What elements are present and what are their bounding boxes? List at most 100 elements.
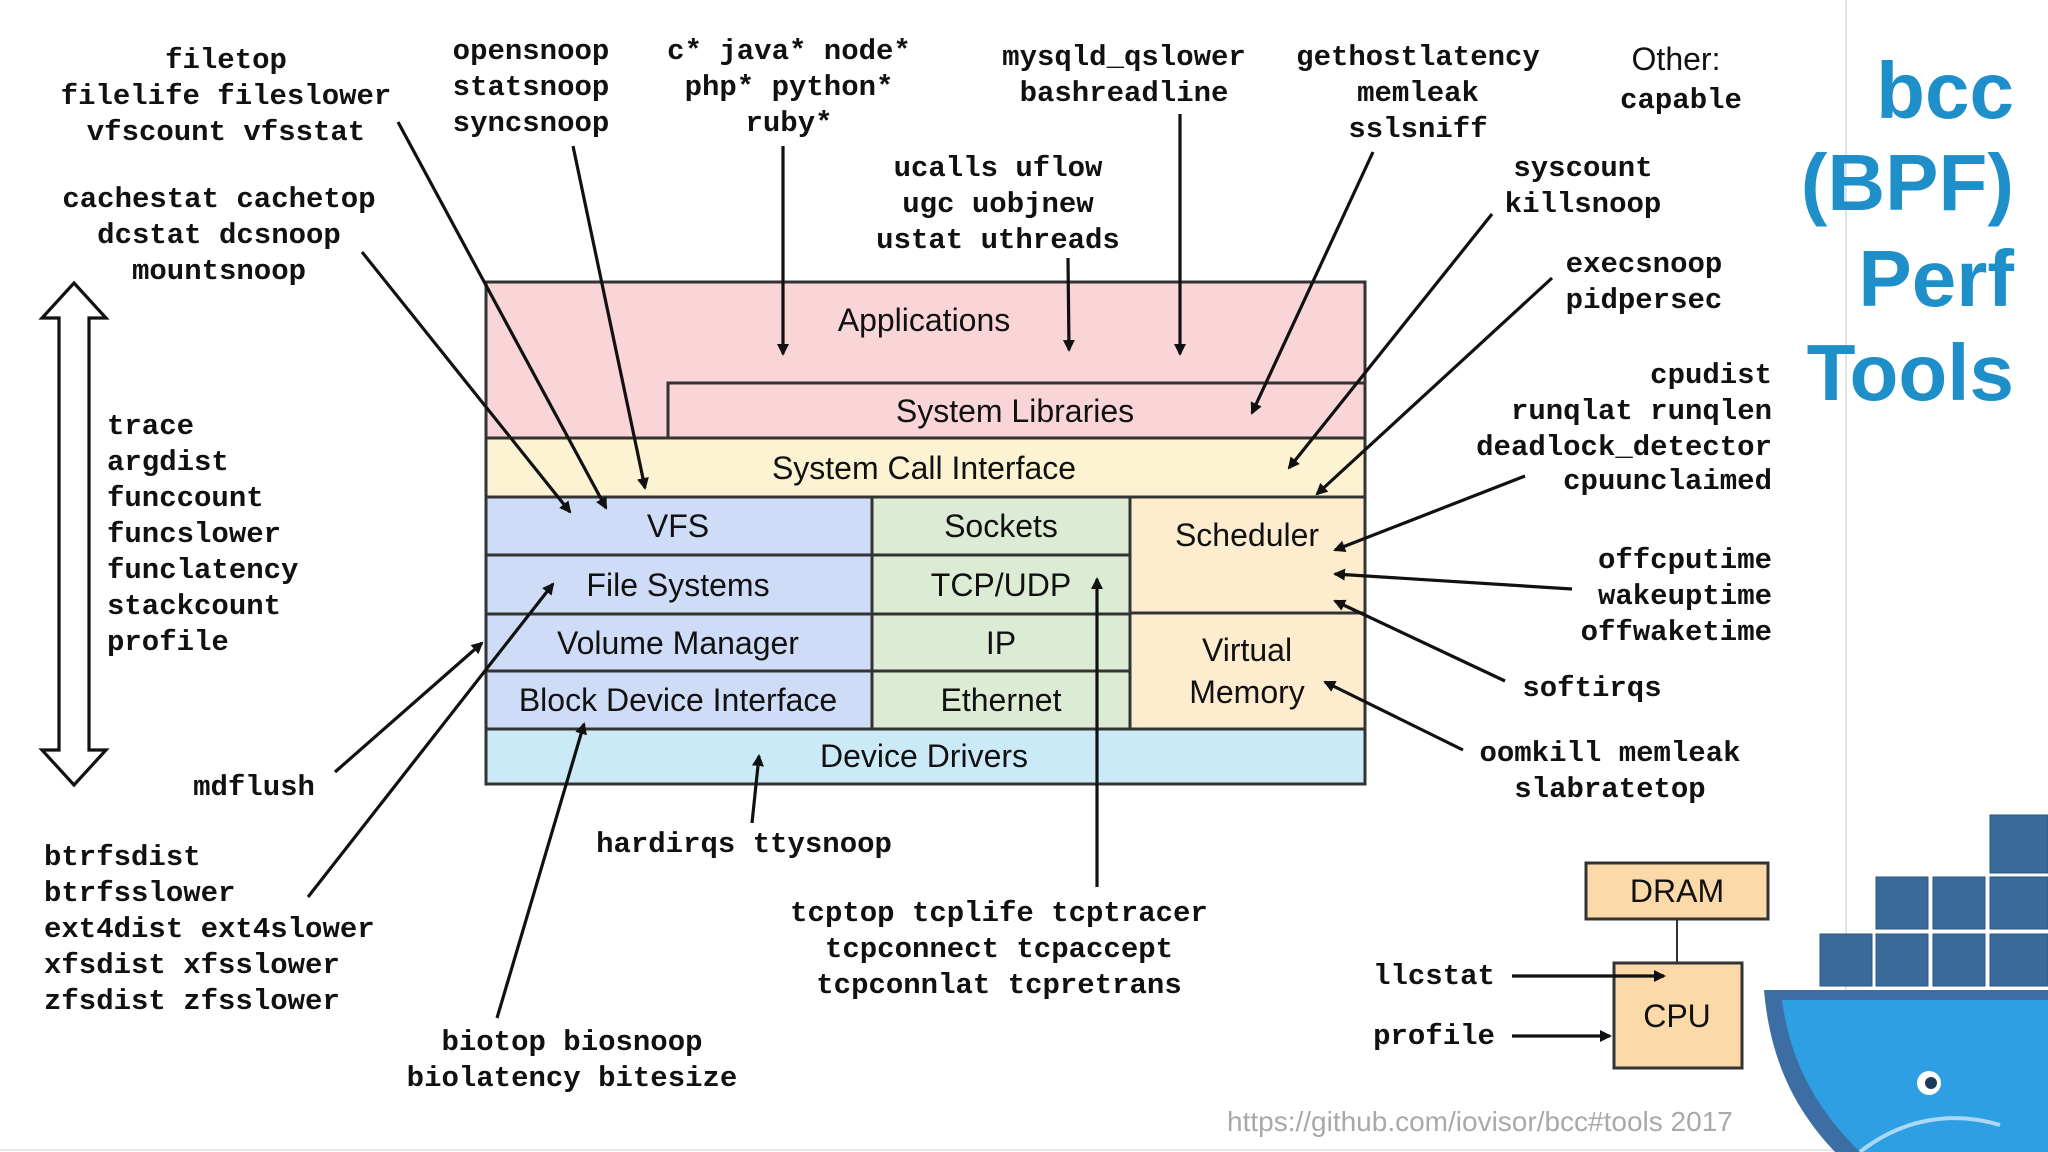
svg-text:cachestat cachetop: cachestat cachetop (62, 183, 375, 216)
svg-text:profile: profile (107, 626, 229, 659)
svg-text:execsnoop: execsnoop (1566, 248, 1723, 281)
svg-text:btrfsdist: btrfsdist (44, 841, 201, 874)
sockets-label: Sockets (944, 508, 1058, 544)
svg-text:mountsnoop: mountsnoop (132, 255, 306, 288)
ip-label: IP (986, 625, 1016, 661)
svg-text:cpudist: cpudist (1650, 359, 1772, 392)
svg-text:tcpconnlat tcpretrans: tcpconnlat tcpretrans (816, 969, 1181, 1002)
cpu-box (1612, 961, 1744, 1070)
tools-mysql: mysqld_qslower bashreadline (1002, 41, 1246, 110)
svg-text:ext4dist ext4slower: ext4dist ext4slower (44, 913, 375, 946)
svg-text:vfscount vfsstat: vfscount vfsstat (87, 116, 365, 149)
svg-text:offcputime: offcputime (1598, 544, 1772, 577)
svg-text:sslsniff: sslsniff (1348, 113, 1487, 146)
svg-text:ucalls uflow: ucalls uflow (894, 152, 1103, 185)
file-systems-label: File Systems (586, 567, 769, 603)
system-libraries-label: System Libraries (896, 393, 1134, 429)
svg-text:memleak: memleak (1357, 77, 1479, 110)
device-drivers-box (484, 727, 1367, 786)
tools-fsdist: btrfsdist btrfsslower ext4dist ext4slowe… (44, 841, 375, 1018)
svg-text:gethostlatency: gethostlatency (1296, 41, 1540, 74)
svg-text:ustat uthreads: ustat uthreads (876, 224, 1120, 257)
svg-text:syncsnoop: syncsnoop (453, 107, 610, 140)
svg-text:wakeuptime: wakeuptime (1598, 580, 1772, 613)
svg-text:filetop: filetop (165, 44, 287, 77)
svg-text:hardirqs ttysnoop: hardirqs ttysnoop (596, 828, 892, 861)
svg-text:profile: profile (1373, 1020, 1495, 1053)
svg-text:trace: trace (107, 410, 194, 443)
svg-text:softirqs: softirqs (1522, 672, 1661, 705)
system-libraries-box (666, 381, 1367, 440)
tools-languages: c* java* node* php* python* ruby* (667, 35, 911, 140)
title-line-tools: Tools (1807, 328, 2014, 417)
tools-file: filetop filelife fileslower vfscount vfs… (61, 44, 392, 149)
tools-cpu: cpudist runqlat runqlen deadlock_detecto… (1476, 359, 1772, 498)
svg-text:opensnoop: opensnoop (453, 35, 610, 68)
tcp-udp-label: TCP/UDP (931, 567, 1071, 603)
svg-text:ugc uobjnew: ugc uobjnew (902, 188, 1094, 221)
svg-text:pidpersec: pidpersec (1566, 284, 1723, 317)
svg-text:oomkill memleak: oomkill memleak (1479, 737, 1740, 770)
block-device-interface-label: Block Device Interface (519, 682, 837, 718)
applications-label: Applications (838, 302, 1011, 338)
svg-text:syscount: syscount (1513, 152, 1652, 185)
tools-oom: oomkill memleak slabratetop (1479, 737, 1740, 806)
svg-text:offwaketime: offwaketime (1581, 616, 1772, 649)
svg-text:zfsdist zfsslower: zfsdist zfsslower (44, 985, 340, 1018)
vfs-label: VFS (647, 508, 709, 544)
svg-text:biotop biosnoop: biotop biosnoop (441, 1026, 702, 1059)
tools-mdflush: mdflush (193, 771, 315, 804)
title-line-bpf: (BPF) (1801, 138, 2014, 227)
svg-text:mysqld_qslower: mysqld_qslower (1002, 41, 1246, 74)
dram-label: DRAM (1630, 873, 1724, 909)
tools-hardirqs: hardirqs ttysnoop (596, 828, 892, 861)
container-stack (1819, 814, 2048, 987)
tools-llcstat: llcstat (1373, 960, 1495, 993)
svg-text:runqlat runqlen: runqlat runqlen (1511, 395, 1772, 428)
title-line-bcc: bcc (1876, 46, 2014, 135)
virtual-memory-label-1: Virtual (1202, 632, 1292, 668)
svg-text:funcslower: funcslower (107, 518, 281, 551)
syscall-interface-box (484, 436, 1367, 499)
svg-text:xfsdist xfsslower: xfsdist xfsslower (44, 949, 340, 982)
tools-softirqs: softirqs (1522, 672, 1661, 705)
block-device-interface-box (484, 669, 874, 731)
tools-cache: cachestat cachetop dcstat dcsnoop mounts… (62, 183, 375, 288)
footer-url: https://github.com/iovisor/bcc#tools 201… (1227, 1106, 1733, 1137)
tools-offcpu: offcputime wakeuptime offwaketime (1581, 544, 1772, 649)
svg-text:llcstat: llcstat (1373, 960, 1495, 993)
tools-snoop: opensnoop statsnoop syncsnoop (453, 35, 610, 140)
tools-ustat: ucalls uflow ugc uobjnew ustat uthreads (876, 152, 1120, 257)
svg-text:c* java* node*: c* java* node* (667, 35, 911, 68)
volume-manager-label: Volume Manager (557, 625, 799, 661)
virtual-memory-box (1128, 611, 1367, 731)
svg-text:argdist: argdist (107, 446, 229, 479)
svg-text:ruby*: ruby* (745, 107, 832, 140)
ethernet-label: Ethernet (941, 682, 1062, 718)
volume-manager-box (484, 612, 874, 673)
svg-text:tcpconnect tcpaccept: tcpconnect tcpaccept (825, 933, 1173, 966)
svg-text:Other:: Other: (1632, 41, 1721, 77)
virtual-memory-label-2: Memory (1189, 674, 1305, 710)
arrows (306, 114, 1666, 1042)
svg-text:tcptop tcplife tcptracer: tcptop tcplife tcptracer (790, 897, 1208, 930)
svg-text:php* python*: php* python* (685, 71, 894, 104)
tools-general: trace argdist funccount funcslower funcl… (107, 410, 298, 659)
cpu-label: CPU (1643, 998, 1711, 1034)
tools-other: Other: capable (1620, 41, 1742, 117)
tools-gethost: gethostlatency memleak sslsniff (1296, 41, 1540, 146)
svg-text:capable: capable (1620, 84, 1742, 117)
svg-text:slabratetop: slabratetop (1514, 773, 1705, 806)
svg-text:funccount: funccount (107, 482, 264, 515)
vfs-box (484, 495, 874, 557)
tools-tcp: tcptop tcplife tcptracer tcpconnect tcpa… (790, 897, 1208, 1002)
svg-text:filelife fileslower: filelife fileslower (61, 80, 392, 113)
svg-text:statsnoop: statsnoop (453, 71, 610, 104)
svg-text:biolatency bitesize: biolatency bitesize (407, 1062, 738, 1095)
svg-text:stackcount: stackcount (107, 590, 281, 623)
svg-text:funclatency: funclatency (107, 554, 298, 587)
svg-text:bashreadline: bashreadline (1020, 77, 1229, 110)
tools-bio: biotop biosnoop biolatency bitesize (407, 1026, 738, 1095)
